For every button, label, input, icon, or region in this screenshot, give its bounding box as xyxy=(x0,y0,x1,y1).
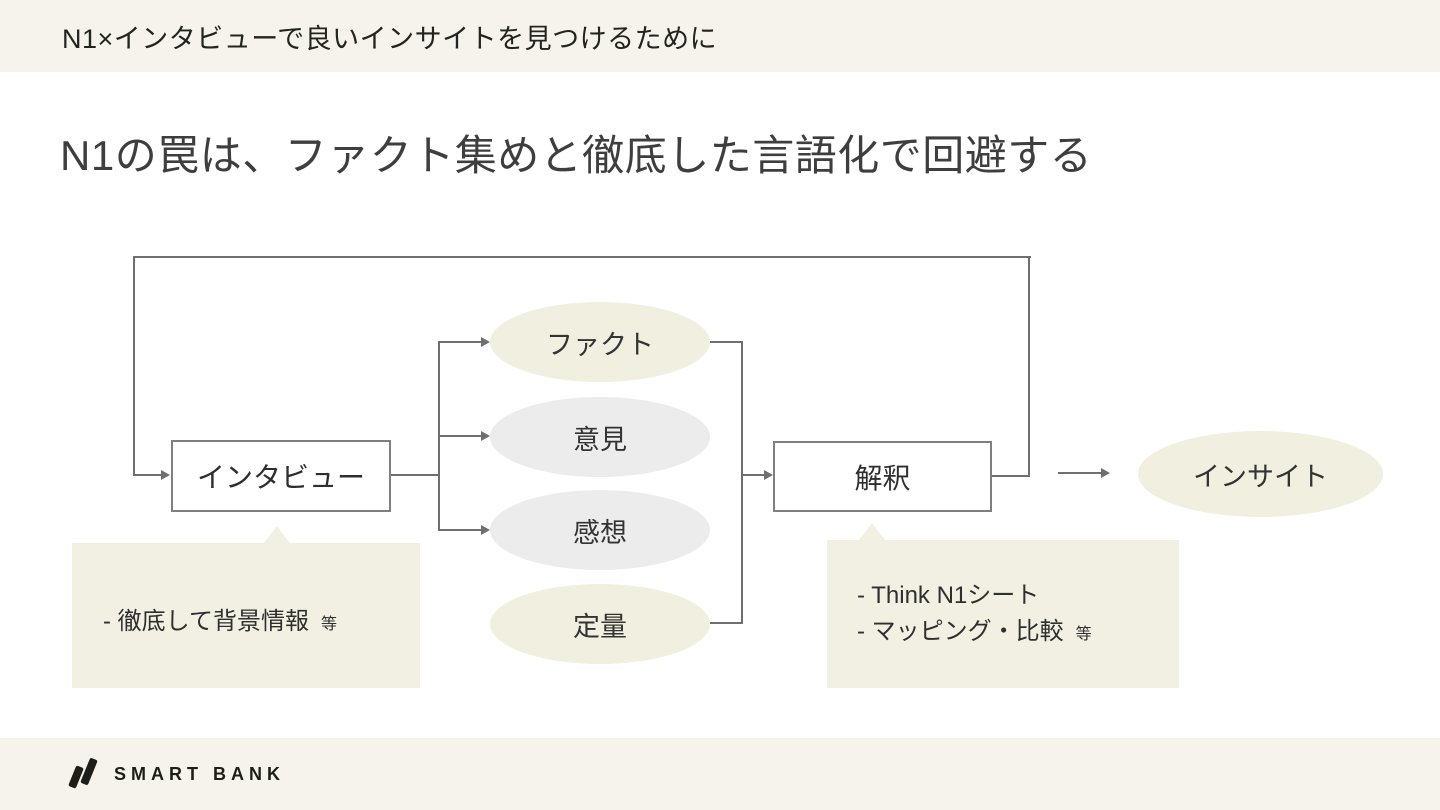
arrowhead-to-fact xyxy=(481,337,490,347)
interpret-note-pointer-icon xyxy=(859,523,885,540)
node-impression: 感想 xyxy=(490,490,710,570)
logo-bar-right xyxy=(80,757,98,786)
interview-note-pointer-icon xyxy=(264,526,290,543)
page-title: N1の罠は、ファクト集めと徹底した言語化で回避する xyxy=(60,132,1093,179)
arrowhead-into-interpret xyxy=(764,470,773,480)
interpret-note-line-2: - マッピング・比較等 xyxy=(857,614,1179,653)
header-title: N1×インタビューで良いインサイトを見つけるために xyxy=(62,23,718,54)
interview-note-callout: - 徹底して背景情報等 xyxy=(72,526,420,688)
connector-feedback-left xyxy=(133,256,135,476)
interview-note-line: - 徹底して背景情報等 xyxy=(103,601,420,636)
interview-note-text: - 徹底して背景情報 xyxy=(103,608,309,635)
node-interview: インタビュー xyxy=(171,440,391,512)
slide-footer-band: SMART BANK xyxy=(0,738,1440,810)
node-opinion: 意見 xyxy=(490,397,710,477)
interpret-note-callout: - Think N1シート - マッピング・比較等 xyxy=(827,523,1179,688)
connector-collector-vertical xyxy=(741,341,743,624)
node-interpret-label: 解釈 xyxy=(854,462,911,494)
arrowhead-to-opinion xyxy=(481,431,490,441)
logo-text: SMART BANK xyxy=(114,763,285,784)
interview-note-etc: 等 xyxy=(320,616,337,633)
node-quant: 定量 xyxy=(490,584,710,664)
node-quant-label: 定量 xyxy=(573,611,627,642)
connector-feedback-top xyxy=(133,256,1031,258)
node-insight-label: インサイト xyxy=(1193,461,1328,492)
connector-to-fact xyxy=(438,341,481,343)
slide-header-band: N1×インタビューで良いインサイトを見つけるために xyxy=(0,0,1440,72)
connector-fact-out xyxy=(710,341,743,343)
node-insight: インサイト xyxy=(1138,431,1383,517)
connector-interpret-feedback xyxy=(992,475,1030,477)
smartbank-logo-icon xyxy=(68,755,100,793)
interpret-note-text-2: - マッピング・比較 xyxy=(857,618,1064,645)
node-fact: ファクト xyxy=(490,302,710,382)
connector-interview-out xyxy=(391,474,438,476)
node-interview-label: インタビュー xyxy=(196,462,365,493)
connector-to-impression xyxy=(438,529,481,531)
node-interpret: 解釈 xyxy=(773,441,992,512)
connector-into-interpret xyxy=(741,474,764,476)
node-opinion-label: 意見 xyxy=(573,424,627,455)
connector-quant-out xyxy=(710,622,743,624)
connector-to-insight xyxy=(1058,472,1101,474)
interpret-note-line-1: - Think N1シート xyxy=(857,578,1179,614)
arrowhead-into-interview xyxy=(161,470,170,480)
connector-into-interview xyxy=(133,474,161,476)
interpret-note-etc: 等 xyxy=(1075,626,1092,643)
node-impression-label: 感想 xyxy=(573,517,627,548)
connector-feedback-right xyxy=(1028,256,1030,477)
arrowhead-to-impression xyxy=(481,525,490,535)
smartbank-logo: SMART BANK xyxy=(68,755,285,793)
node-fact-label: ファクト xyxy=(546,329,654,360)
interpret-note-text-1: - Think N1シート xyxy=(857,582,1040,609)
connector-to-opinion xyxy=(438,435,481,437)
arrowhead-to-insight xyxy=(1101,468,1110,478)
